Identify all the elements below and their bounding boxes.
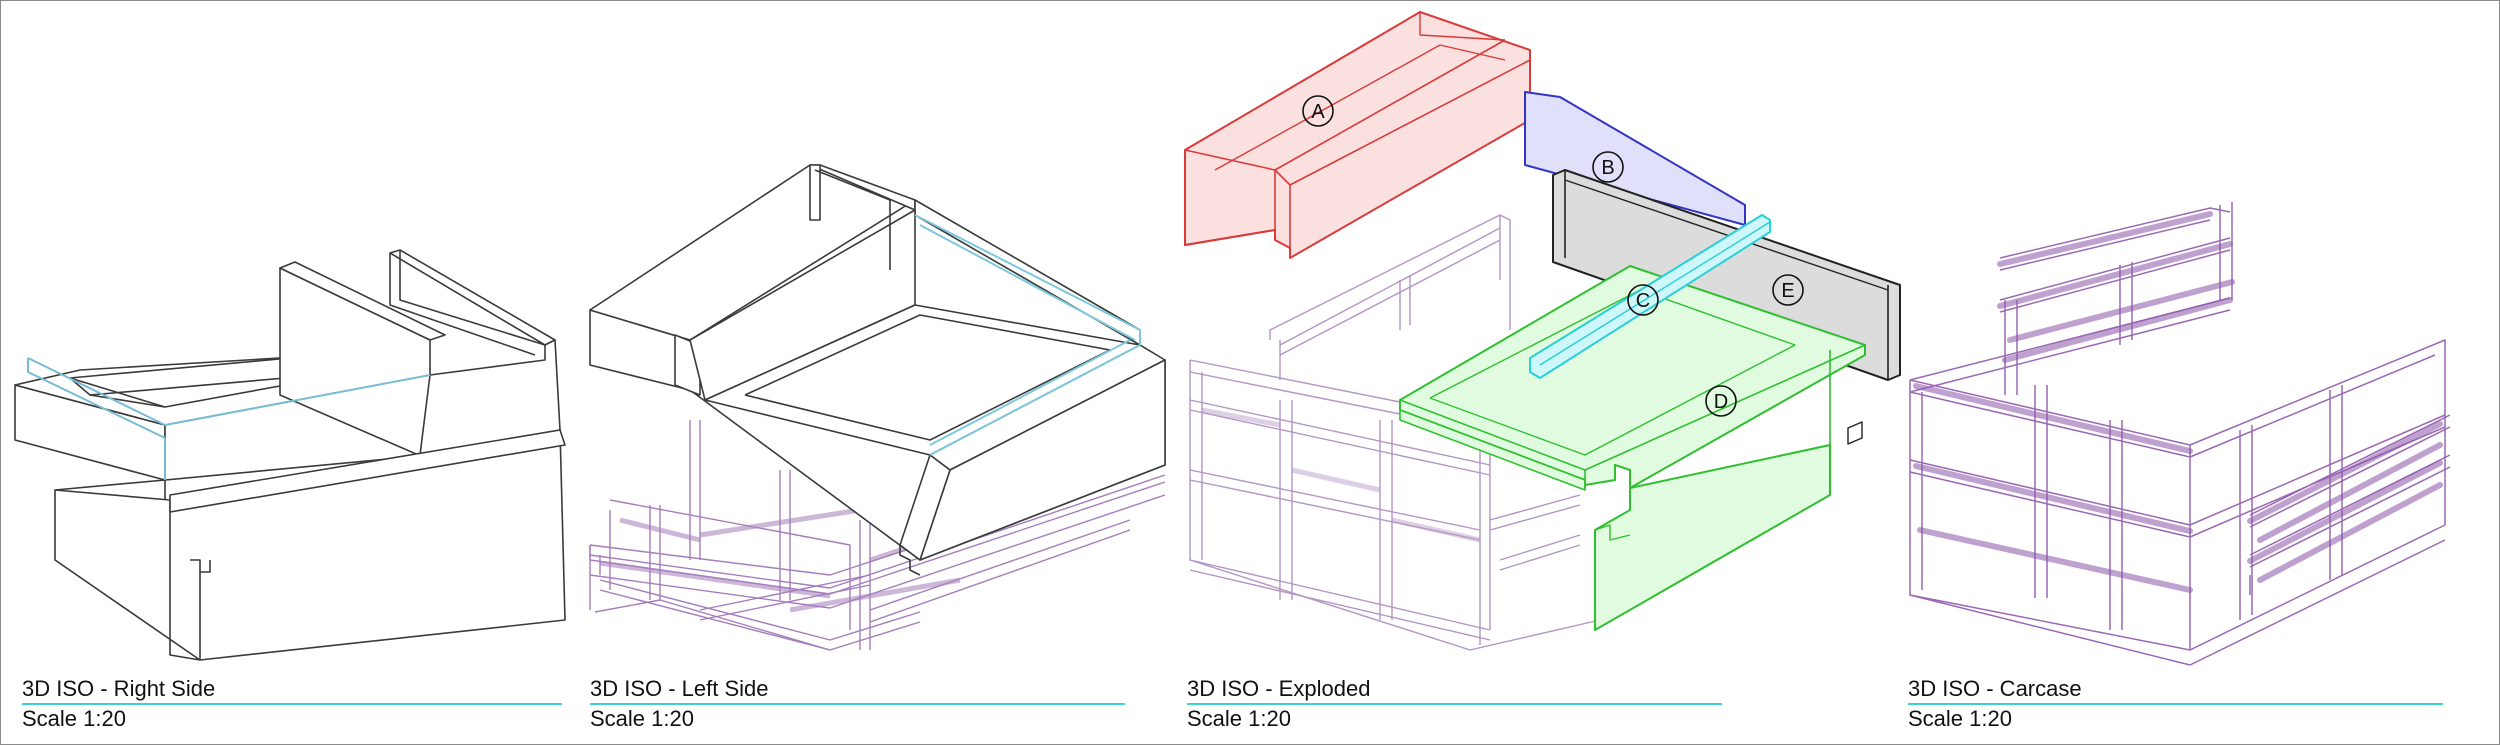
part-a [1184,11,1531,259]
title-underline [22,703,562,705]
view-left-side-drawing [589,164,1166,651]
view-carcase-drawing [1909,202,2451,666]
view-name: 3D ISO - Carcase [1908,676,2082,701]
view-scale: Scale 1:20 [590,706,694,731]
svg-text:A: A [1311,101,1325,123]
view-carcase-thick-rails [1913,211,2443,593]
callout-b: B [1592,151,1624,183]
view-exploded-drawing: A B C D E [1184,11,1901,651]
part-d [1399,265,1866,631]
part-c [1529,214,1771,379]
view-scale: Scale 1:20 [1187,706,1291,731]
view-scale: Scale 1:20 [22,706,126,731]
title-underline [590,703,1125,705]
title-underline [1187,703,1722,705]
view-right-side-drawing [14,249,566,661]
part-b [1524,91,1746,226]
callout-a: A [1302,95,1334,127]
svg-text:D: D [1714,391,1728,413]
view-name: 3D ISO - Right Side [22,676,216,701]
svg-text:E: E [1781,280,1794,302]
svg-text:B: B [1601,157,1614,179]
view-title-right-side: 3D ISO - Right Side Scale 1:20 [22,677,562,732]
callout-e: E [1772,274,1804,306]
view-scale: Scale 1:20 [1908,706,2012,731]
title-underline [1908,703,2443,705]
callout-c: C [1627,284,1659,316]
svg-text:C: C [1636,290,1650,312]
callout-d: D [1705,385,1737,417]
view-title-exploded: 3D ISO - Exploded Scale 1:20 [1187,677,1722,732]
view-title-carcase: 3D ISO - Carcase Scale 1:20 [1908,677,2443,732]
view-name: 3D ISO - Exploded [1187,676,1371,701]
view-title-left-side: 3D ISO - Left Side Scale 1:20 [590,677,1125,732]
view-name: 3D ISO - Left Side [590,676,769,701]
